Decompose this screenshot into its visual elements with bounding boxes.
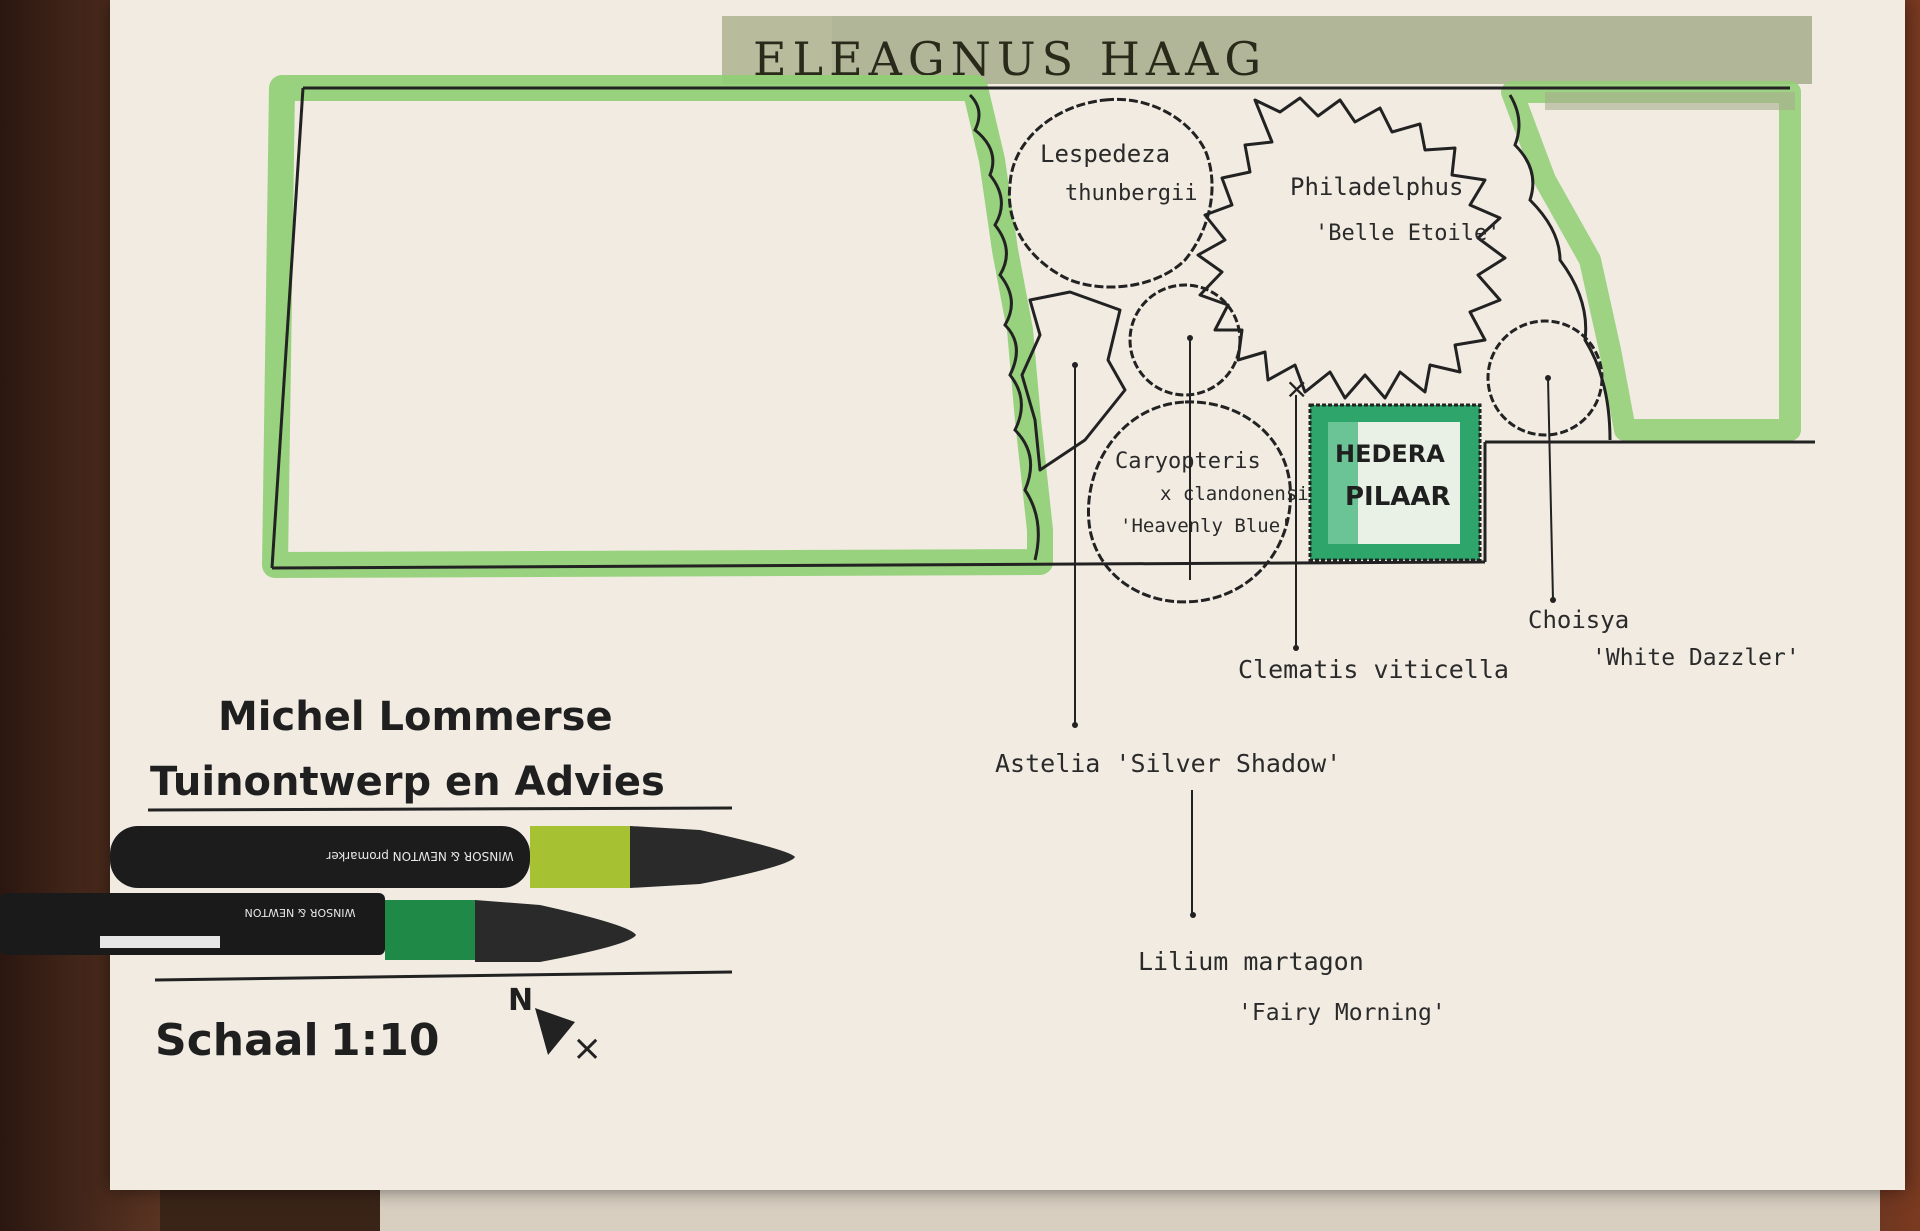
astelia-plant: Astelia 'Silver Shadow' — [995, 290, 1341, 778]
marker-pen-top: WINSOR & NEWTON promarker — [110, 826, 795, 888]
philadelphus-shrub: Philadelphus 'Belle Etoile' — [1196, 96, 1507, 400]
philadelphus-label-2: 'Belle Etoile' — [1315, 221, 1500, 246]
title-band — [722, 16, 1812, 84]
lilium-label-2: 'Fairy Morning' — [1238, 1000, 1446, 1026]
lilium-label-1: Lilium martagon — [1138, 947, 1364, 976]
marker-top-brand: WINSOR & NEWTON promarker — [326, 849, 513, 863]
north-cross-icon: × — [572, 1028, 602, 1069]
hedera-label-2: PILAAR — [1345, 482, 1451, 512]
clematis-cross-icon: × — [1285, 372, 1308, 405]
underlying-sheet — [380, 1185, 1880, 1231]
hedge-border — [262, 75, 1801, 578]
choisya-label-2: 'White Dazzler' — [1592, 645, 1800, 671]
choisya-shrub: Choisya 'White Dazzler' — [1486, 319, 1800, 671]
hedera-label-1: HEDERA — [1335, 440, 1445, 468]
caryopteris-label-1: Caryopteris — [1115, 449, 1261, 474]
marker-pen-bottom: WINSOR & NEWTON — [0, 893, 636, 962]
designer-name: Michel Lommerse — [218, 694, 613, 740]
clematis-label: Clematis viticella — [1238, 655, 1509, 684]
marker-bottom-brand: WINSOR & NEWTON — [245, 906, 356, 919]
caryopteris-shrub: Caryopteris x clandonensis 'Heavenly Blu… — [1087, 400, 1320, 604]
choisya-label-1: Choisya — [1528, 606, 1629, 634]
astelia-label: Astelia 'Silver Shadow' — [995, 749, 1341, 778]
north-label: N — [508, 983, 533, 1018]
title-block: Michel Lommerse Tuinontwerp en Advies Sc… — [147, 694, 733, 1069]
title-band-left-accent — [722, 16, 832, 84]
clematis-plant: × Clematis viticella — [1238, 372, 1509, 684]
lespedeza-label-2: thunbergii — [1065, 181, 1197, 206]
lespedeza-label-1: Lespedeza — [1040, 140, 1170, 168]
caryopteris-label-2: x clandonensis — [1160, 483, 1320, 505]
small-shrub-circle — [1128, 283, 1242, 397]
company-name: Tuinontwerp en Advies — [150, 759, 665, 805]
lilium-plant: Lilium martagon 'Fairy Morning' — [1138, 338, 1446, 1026]
scale-value: 1:10 — [330, 1015, 439, 1066]
north-arrow-icon — [535, 1008, 575, 1055]
philadelphus-label-1: Philadelphus — [1290, 173, 1463, 201]
hedera-pilaar: HEDERA PILAAR — [1308, 403, 1482, 562]
plan-outline — [270, 86, 1815, 570]
lespedeza-shrub: Lespedeza thunbergii — [1007, 97, 1214, 289]
scale-label: Schaal — [155, 1015, 319, 1066]
caryopteris-label-3: 'Heavenly Blue' — [1120, 515, 1292, 537]
